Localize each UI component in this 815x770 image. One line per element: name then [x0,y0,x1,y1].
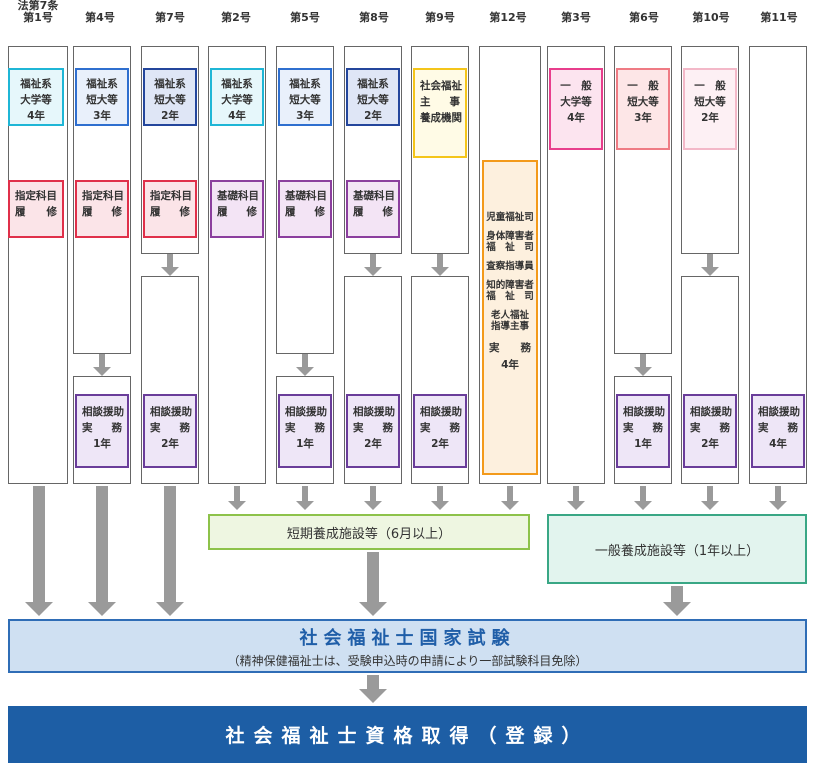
school-box: 社会福祉主 事養成機関 [413,68,467,158]
route-header-2: 第2号 [221,11,251,24]
welfare-officer-box: 児童福祉司 身体障害者福 祉 司 査察指導員 知的障害者福 祉 司 老人福祉指導… [482,160,538,475]
down-arrow-icon [633,354,653,376]
down-arrow-icon [363,254,383,276]
down-arrow-icon [768,486,788,510]
short-training-label: 短期養成施設等（6月以上） [286,526,452,542]
route-header-6: 第6号 [629,11,659,24]
down-arrow-icon [430,486,450,510]
general-training-facility: 一般養成施設等（1年以上） [547,514,807,584]
down-arrow-icon [566,486,586,510]
down-arrow-icon [430,254,450,276]
route-header-11: 第11号 [760,11,798,24]
course-box: 基礎科目履 修 [278,180,332,238]
down-arrow-icon [500,486,520,510]
down-arrow-icon [295,486,315,510]
down-arrow-icon [88,486,116,616]
national-exam: 社会福祉士国家試験 （精神保健福祉士は、受験申込時の申請により一部試験科目免除） [8,619,807,673]
final-label: 社会福祉士資格取得（登録） [225,725,590,747]
route-header-10: 第10号 [692,11,730,24]
exam-subtitle: （精神保健福祉士は、受験申込時の申請により一部試験科目免除） [227,653,588,668]
exam-title: 社会福祉士国家試験 [299,627,516,649]
route-header-4: 第4号 [85,11,115,24]
down-arrow-icon [363,486,383,510]
down-arrow-icon [700,486,720,510]
general-training-label: 一般養成施設等（1年以上） [594,543,760,559]
route-header-12: 第12号 [489,11,527,24]
route-header-8: 第8号 [359,11,389,24]
route-header-5: 第5号 [290,11,320,24]
down-arrow-icon [359,675,387,703]
down-arrow-icon [25,486,53,616]
course-box: 基礎科目履 修 [210,180,264,238]
down-arrow-icon [663,586,691,616]
down-arrow-icon [359,552,387,616]
down-arrow-icon [295,354,315,376]
down-arrow-icon [227,486,247,510]
course-box: 指定科目履 修 [143,180,197,238]
down-arrow-icon [160,254,180,276]
route-header-1: 法第7条第1号 [17,0,59,24]
qualification-registration: 社会福祉士資格取得（登録） [8,706,807,763]
course-box: 指定科目履 修 [8,180,64,238]
down-arrow-icon [92,354,112,376]
short-training-facility: 短期養成施設等（6月以上） [208,514,530,550]
course-box: 基礎科目履 修 [346,180,400,238]
route-header-9: 第9号 [425,11,455,24]
course-box: 指定科目履 修 [75,180,129,238]
down-arrow-icon [156,486,184,616]
route-header-3: 第3号 [561,11,591,24]
route-header-7: 第7号 [155,11,185,24]
down-arrow-icon [633,486,653,510]
down-arrow-icon [700,254,720,276]
